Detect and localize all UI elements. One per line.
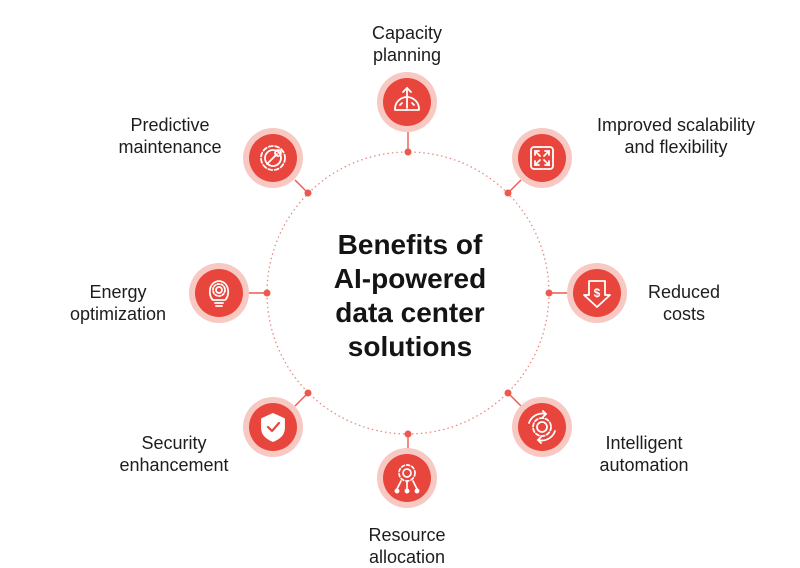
badge-maintenance: [243, 128, 303, 188]
gear-network-icon: [394, 464, 420, 494]
label-line: automation: [599, 455, 689, 475]
badge-security: [243, 397, 303, 457]
label-line: Reduced: [647, 282, 721, 302]
badge-resource: [377, 448, 437, 508]
svg-text:$: $: [594, 286, 601, 300]
title-line: Benefits of: [337, 229, 483, 260]
label-line: planning: [372, 45, 442, 65]
label-line: Energy: [89, 282, 147, 302]
label-line: Resource: [368, 525, 446, 545]
dollar-down-icon: $: [583, 280, 611, 308]
label-costs: Reduced costs: [628, 281, 740, 325]
title-line: AI-powered: [333, 263, 487, 294]
label-maintenance: Predictive maintenance: [100, 114, 240, 158]
label-capacity: Capacity planning: [340, 22, 474, 66]
diagram-title: Benefits of AI-powered data center solut…: [280, 228, 540, 364]
connector-lines: [248, 132, 568, 452]
label-automation: Intelligent automation: [584, 432, 704, 476]
gear-cycle-icon: [528, 410, 556, 444]
label-line: Security: [141, 433, 207, 453]
label-line: maintenance: [118, 137, 222, 157]
wrench-gear-icon: [260, 145, 286, 171]
shield-check-icon: [261, 413, 285, 442]
badge-energy: [189, 263, 249, 323]
label-security: Security enhancement: [104, 432, 244, 476]
label-line: Improved scalability: [596, 115, 756, 135]
lightbulb-gear-icon: [208, 280, 230, 307]
label-line: optimization: [69, 304, 167, 324]
label-line: and flexibility: [624, 137, 728, 157]
label-line: costs: [662, 304, 705, 324]
label-line: Intelligent: [605, 433, 683, 453]
label-line: allocation: [368, 547, 446, 567]
badge-costs: $: [567, 263, 627, 323]
badge-capacity: [377, 72, 437, 132]
badge-scalability: [512, 128, 572, 188]
label-line: Predictive: [130, 115, 210, 135]
label-energy: Energy optimization: [48, 281, 188, 325]
title-line: solutions: [347, 331, 473, 362]
title-line: data center: [335, 297, 485, 328]
capacity-gauge-icon: [394, 86, 420, 111]
badge-automation: [512, 397, 572, 457]
label-line: Capacity: [371, 23, 443, 43]
label-scalability: Improved scalability and flexibility: [578, 114, 774, 158]
label-line: enhancement: [119, 455, 229, 475]
label-resource: Resource allocation: [340, 524, 474, 568]
expand-arrows-icon: [530, 146, 554, 170]
